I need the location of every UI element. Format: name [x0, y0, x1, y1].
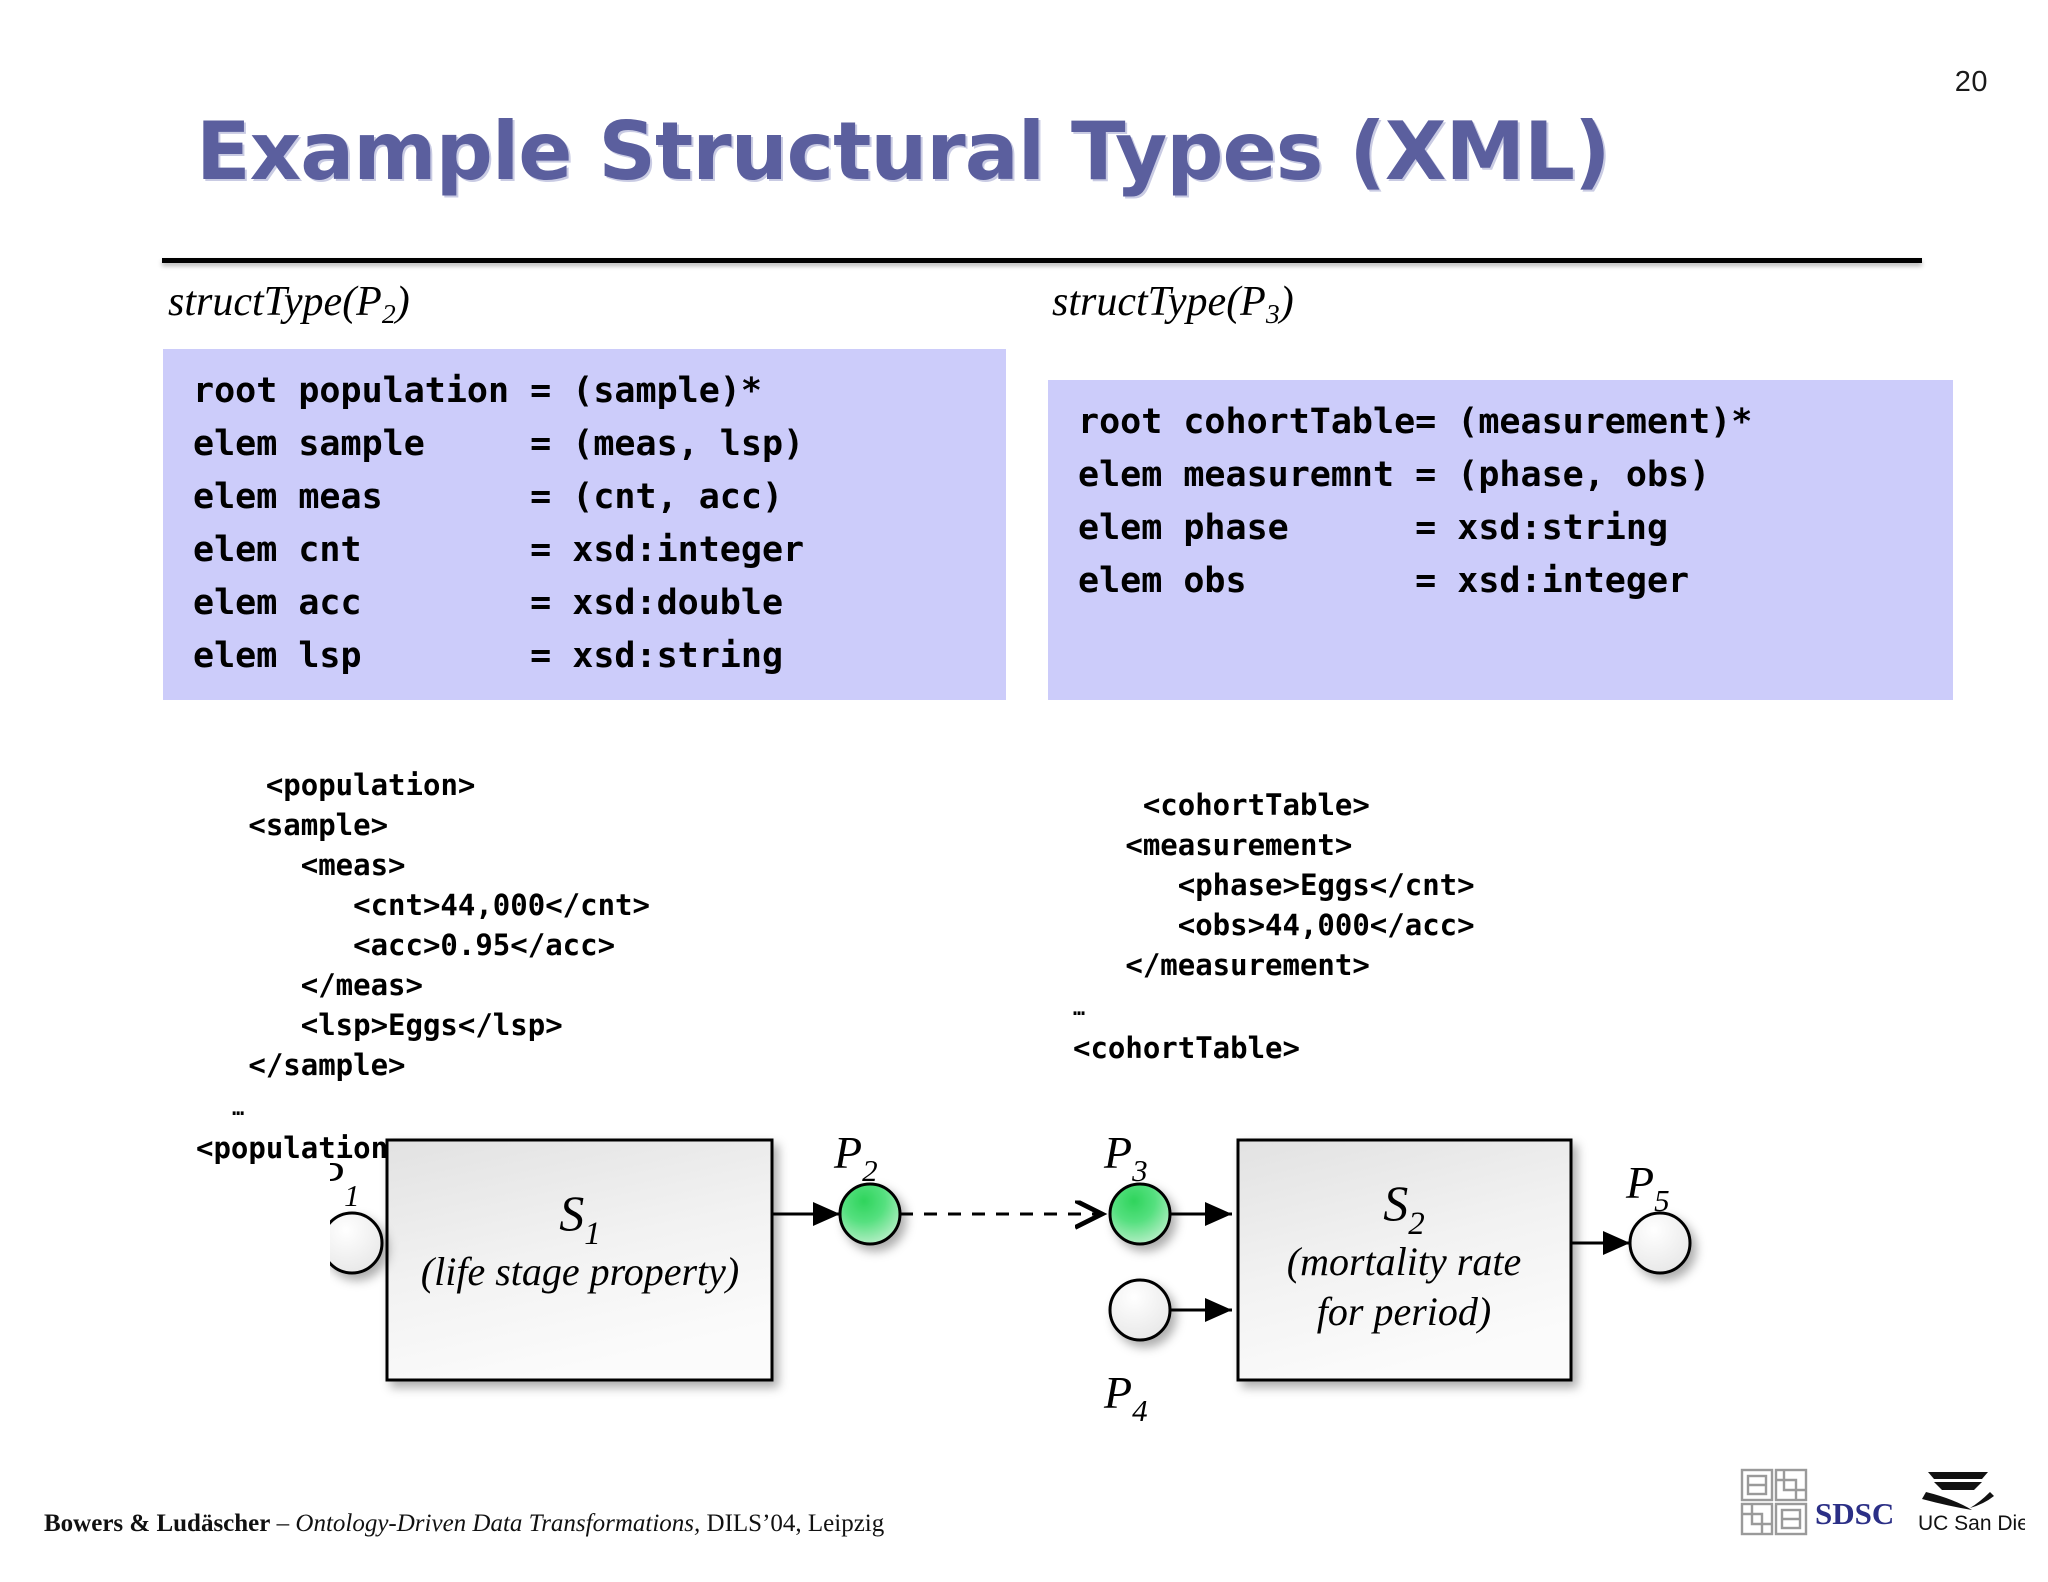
- struct-type-label-p2-subscript: 2: [381, 297, 396, 329]
- schema-code-panel-p2: root population = (sample)* elem sample …: [163, 349, 1006, 700]
- ucsd-wordmark: UC San Diego: [1918, 1512, 2025, 1535]
- step-label-s2-main: S: [1383, 1175, 1408, 1231]
- step-label-s2-sub: 2: [1408, 1206, 1425, 1242]
- footer-title: – Ontology-Driven Data Transformations,: [270, 1510, 701, 1537]
- footer-authors: Bowers & Ludäscher: [44, 1510, 271, 1537]
- schema-code-panel-p3: root cohortTable= (measurement)* elem me…: [1048, 380, 1953, 700]
- xml-instance-right-close: <cohortTable>: [1073, 1031, 1300, 1065]
- port-label-p5: P5: [1625, 1157, 1670, 1218]
- xml-instance-right-ellipsis: …: [1073, 996, 1086, 1020]
- workflow-diagram: S1 (life stage property) S2 (mortality r…: [330, 1120, 1750, 1460]
- sdsc-wordmark: SDSC: [1815, 1496, 1894, 1531]
- sdsc-maze-icon: [1740, 1468, 1808, 1536]
- footer-citation: Bowers & Ludäscher – Ontology-Driven Dat…: [44, 1510, 884, 1538]
- struct-type-label-p2-text: structType(P: [168, 279, 382, 325]
- step-label-s2: S2: [1383, 1175, 1425, 1242]
- step-description-s1: (life stage property): [421, 1249, 739, 1294]
- xml-instance-left: <population> <sample> <meas> <cnt>44,000…: [196, 725, 650, 1208]
- port-label-p3: P3: [1103, 1127, 1148, 1188]
- step-label-s1: S1: [559, 1185, 601, 1252]
- port-p5[interactable]: [1628, 1211, 1692, 1275]
- port-p3[interactable]: [1108, 1182, 1172, 1246]
- step-label-s1-main: S: [559, 1185, 584, 1241]
- struct-type-label-p2-paren: ): [395, 279, 410, 325]
- xml-instance-right-body: <cohortTable> <measurement> <phase>Eggs<…: [1125, 788, 1475, 982]
- port-p2[interactable]: [838, 1182, 902, 1246]
- xml-instance-right: <cohortTable> <measurement> <phase>Eggs<…: [1073, 745, 1475, 1108]
- port-label-p2: P2: [833, 1127, 878, 1188]
- page-number: 20: [1954, 66, 1988, 98]
- struct-type-label-p3: structType(P3): [1052, 278, 1294, 330]
- port-label-p4: P4: [1103, 1367, 1148, 1428]
- port-label-p1: P1: [330, 1152, 360, 1213]
- logo-group: SDSC UC San Diego: [1740, 1468, 2025, 1538]
- title-divider: [162, 258, 1922, 263]
- step-box-s2[interactable]: [1236, 1138, 1573, 1382]
- page-title: Example Structural Types (XML): [196, 105, 1611, 198]
- port-p4[interactable]: [1108, 1278, 1172, 1342]
- footer-venue: DILS’04, Leipzig: [700, 1510, 885, 1537]
- step-label-s1-sub: 1: [584, 1216, 601, 1252]
- struct-type-label-p3-subscript: 3: [1265, 297, 1280, 329]
- step-box-s1[interactable]: [385, 1138, 774, 1382]
- xml-instance-left-body: <population> <sample> <meas> <cnt>44,000…: [248, 768, 650, 1082]
- struct-type-label-p2: structType(P2): [168, 278, 410, 330]
- struct-type-label-p3-paren: ): [1279, 279, 1294, 325]
- step-description-s2-line2: for period): [1317, 1289, 1491, 1334]
- step-description-s2-line1: (mortality rate: [1287, 1239, 1521, 1284]
- ucsd-trident-icon: [1922, 1472, 1994, 1510]
- port-p1[interactable]: [330, 1211, 384, 1275]
- struct-type-label-p3-text: structType(P: [1052, 279, 1266, 325]
- xml-instance-left-ellipsis: …: [196, 1096, 245, 1120]
- xml-instance-left-close: <population>: [196, 1131, 406, 1165]
